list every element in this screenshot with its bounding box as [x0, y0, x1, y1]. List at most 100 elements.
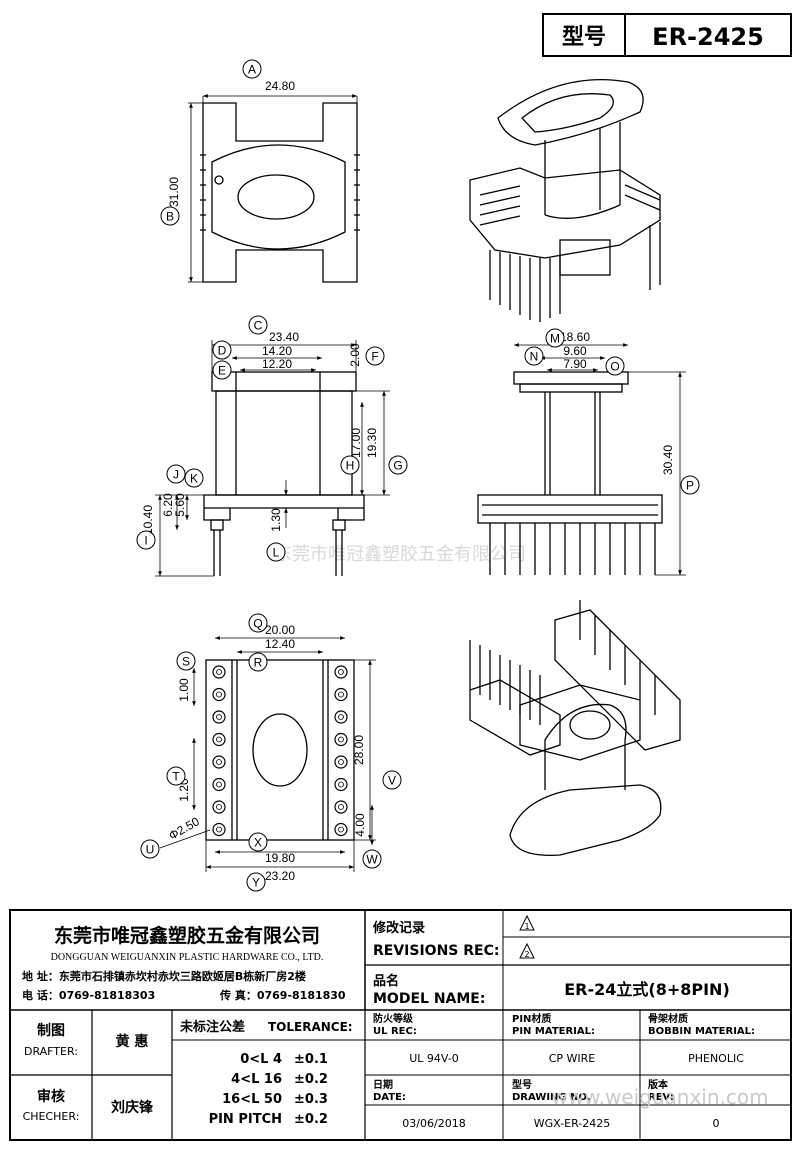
iso-view-top: [469, 79, 661, 322]
svg-text:T: T: [172, 770, 180, 784]
pin-hole-inner: [216, 804, 222, 810]
callout-b: B: [160, 206, 180, 226]
bobbin-mat-label-cn: 骨架材质: [648, 1012, 688, 1025]
pin-mat-value: CP WIRE: [549, 1052, 596, 1065]
dim-e: 12.20: [262, 357, 292, 371]
header-label: 型号: [562, 25, 606, 50]
pin-hole: [212, 710, 226, 724]
svg-text:B: B: [166, 210, 174, 224]
pin-hole-inner: [338, 669, 344, 675]
dim-n: 9.60: [563, 344, 587, 358]
revision-mark-2: 2: [524, 950, 529, 959]
svg-text:J: J: [173, 468, 179, 482]
checker-label-cn: 审核: [37, 1088, 65, 1105]
tolerance-range: 4<L 16: [231, 1072, 282, 1087]
dim-y: 23.20: [265, 869, 295, 883]
callout-d: D: [212, 340, 232, 360]
company-address: 地 址：东莞市石排镇赤坎村赤坎三路欧姬居B栋新厂房2楼: [22, 969, 306, 983]
svg-text:U: U: [146, 843, 155, 857]
svg-text:R: R: [254, 656, 263, 670]
dim-c: 23.40: [269, 330, 299, 344]
model-label-en: MODEL NAME:: [373, 991, 485, 1007]
callout-g: G: [388, 455, 408, 475]
drawing-no-label-en: DRAWING NO.: [512, 1092, 591, 1103]
tolerance-title-en: TOLERANCE:: [268, 1020, 353, 1034]
svg-text:I: I: [144, 534, 147, 548]
watermark-center: 东莞市唯冠鑫塑胶五金有限公司: [274, 544, 526, 565]
pin-hole: [212, 665, 226, 679]
svg-text:H: H: [346, 459, 355, 473]
svg-text:O: O: [610, 360, 619, 374]
svg-text:D: D: [218, 344, 227, 358]
pin-hole-inner: [338, 826, 344, 833]
revisions-label-cn: 修改记录: [372, 920, 425, 936]
dim-p: 30.40: [661, 445, 675, 475]
pin-hole-inner: [216, 781, 222, 788]
pin-hole: [334, 777, 348, 792]
tolerance-value: ±0.1: [294, 1052, 328, 1067]
svg-text:E: E: [218, 364, 226, 378]
drafter-label-en: DRAFTER:: [24, 1045, 78, 1058]
dim-k: 5.60: [173, 493, 187, 517]
pin-hole-inner: [216, 669, 222, 675]
date-label-en: DATE:: [373, 1092, 406, 1103]
callout-k: K: [184, 468, 204, 488]
drawing-no-label-cn: 型号: [512, 1078, 532, 1091]
svg-text:N: N: [530, 350, 539, 364]
header-model: ER-2425: [652, 23, 764, 51]
pin-hole-inner: [216, 736, 222, 743]
title-block: [9, 909, 792, 1141]
callout-q: Q: [248, 613, 268, 633]
model-value: ER-24立式(8+8PIN): [564, 980, 730, 999]
callout-x: X: [248, 832, 268, 852]
pin-hole-inner: [216, 759, 222, 765]
pin-hole-inner: [216, 714, 222, 720]
ul-rec-label-en: UL REC:: [373, 1026, 417, 1037]
pin-hole-inner: [338, 736, 344, 743]
svg-text:P: P: [686, 479, 694, 493]
pin-hole-inner: [338, 714, 344, 720]
dim-o: 7.90: [563, 357, 587, 371]
dim-x: 19.80: [265, 851, 295, 865]
pin-hole-inner: [338, 691, 344, 698]
callout-t: T: [166, 766, 186, 786]
callout-e: E: [212, 360, 232, 380]
drawing-no-value: WGX-ER-2425: [534, 1117, 610, 1130]
dim-d: 14.20: [262, 344, 292, 358]
callout-p: P: [680, 475, 700, 495]
callout-u: U: [140, 839, 160, 859]
pin-hole: [212, 777, 226, 792]
callout-c: C: [248, 315, 268, 335]
svg-text:V: V: [388, 774, 396, 788]
side-view: [477, 343, 686, 576]
checker-name: 刘庆锋: [111, 1099, 154, 1116]
tolerance-value: ±0.2: [294, 1112, 328, 1127]
dim-f: 2.00: [348, 343, 362, 367]
callout-a: A: [242, 59, 262, 79]
svg-text:M: M: [550, 332, 560, 346]
callout-j: J: [166, 464, 186, 484]
dim-r: 12.40: [265, 637, 295, 651]
tolerance-range: PIN PITCH: [209, 1112, 282, 1127]
callout-h: H: [340, 455, 360, 475]
svg-text:K: K: [190, 472, 198, 486]
revision-mark-1: 1: [524, 922, 529, 931]
pin-hole-inner: [338, 759, 344, 765]
dim-v: 28.00: [352, 735, 366, 765]
svg-text:C: C: [254, 319, 263, 333]
callout-y: Y: [246, 872, 266, 892]
dim-s: 1.00: [177, 678, 191, 702]
callout-o: O: [605, 356, 625, 376]
dim-q: 20.00: [265, 623, 295, 637]
drafter-label-cn: 制图: [37, 1022, 65, 1039]
model-label-cn: 品名: [373, 973, 399, 989]
bottom-view-pins: [212, 665, 348, 837]
drafter-name: 黄 惠: [116, 1033, 149, 1050]
callout-v: V: [382, 770, 402, 790]
pin-hole: [334, 687, 348, 702]
tolerance-range: 16<L 50: [222, 1092, 282, 1107]
tolerance-range: 0<L 4: [240, 1052, 282, 1067]
